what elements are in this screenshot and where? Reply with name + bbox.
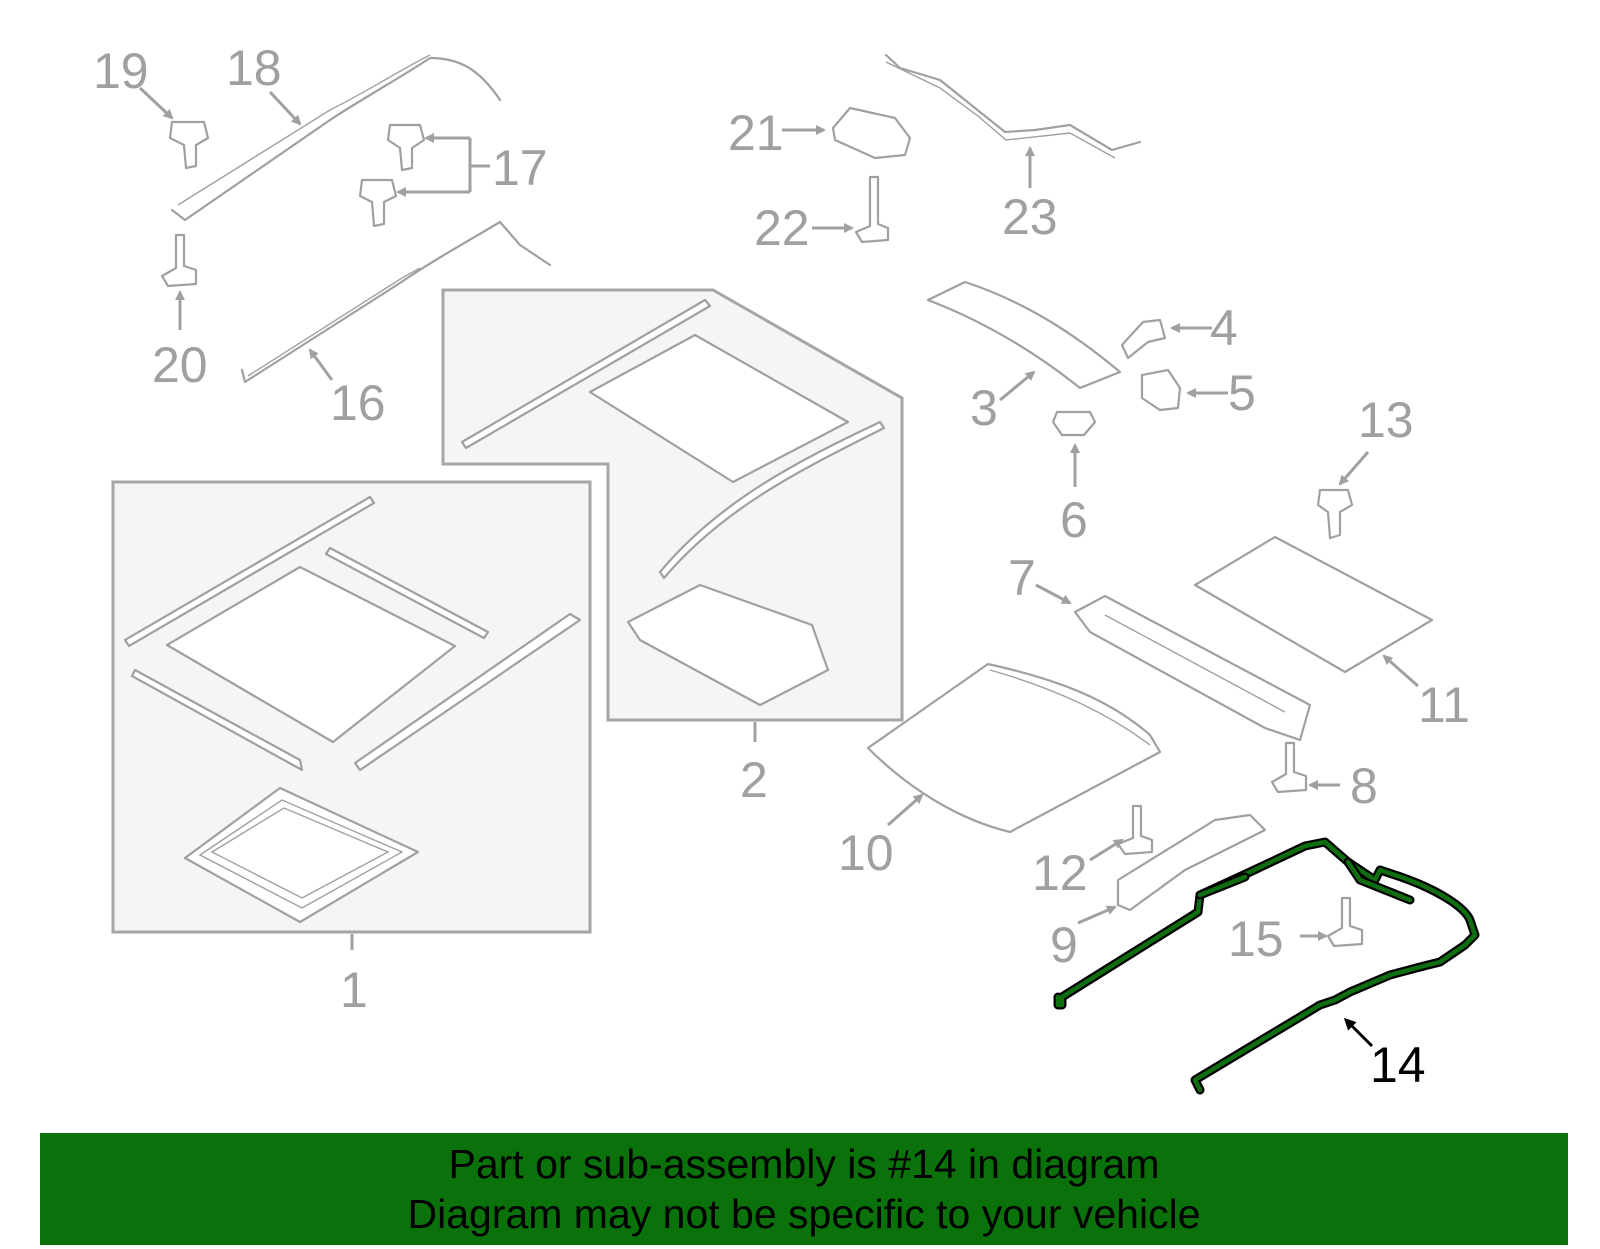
part-8	[1270, 741, 1308, 794]
callout-8: 8	[1350, 758, 1378, 814]
part-15	[1326, 896, 1364, 948]
part-7	[1073, 594, 1312, 742]
assembly-box-1	[111, 480, 592, 934]
callout-3: 3	[970, 380, 998, 436]
banner-line-1: Part or sub-assembly is #14 in diagram	[448, 1141, 1160, 1187]
part-9	[1116, 813, 1267, 912]
callout-5: 5	[1228, 365, 1256, 421]
callout-15: 15	[1228, 911, 1284, 967]
part-11	[1193, 535, 1434, 674]
callout-22: 22	[754, 200, 810, 256]
callout-2: 2	[740, 752, 768, 808]
callout-14: 14	[1370, 1037, 1426, 1093]
part-17b	[358, 178, 398, 228]
callout-11: 11	[1418, 677, 1470, 733]
part-3	[926, 280, 1122, 390]
part-10	[866, 662, 1162, 834]
banner-line-2: Diagram may not be specific to your vehi…	[407, 1191, 1201, 1237]
callout-4: 4	[1210, 300, 1238, 356]
part-4	[1120, 318, 1167, 360]
callout-19: 19	[93, 43, 149, 99]
callout-10: 10	[838, 825, 894, 881]
part-20	[160, 233, 198, 288]
info-banner: Part or sub-assembly is #14 in diagram D…	[40, 1133, 1568, 1245]
callout-21: 21	[728, 105, 784, 161]
callout-16: 16	[330, 375, 386, 431]
part-19	[168, 120, 210, 170]
callout-23: 23	[1002, 189, 1058, 245]
callout-18: 18	[226, 40, 282, 96]
part-16	[240, 220, 552, 384]
callout-17: 17	[492, 140, 548, 196]
part-6	[1051, 410, 1097, 437]
part-12	[1116, 804, 1154, 856]
callout-20: 20	[152, 337, 208, 393]
part-23	[884, 53, 1142, 152]
callout-12: 12	[1032, 845, 1088, 901]
part-13	[1316, 488, 1354, 540]
parts-diagram: 1 2 3 4 5 6 7 8 9 10 11 12	[93, 40, 1480, 1095]
part-5	[1140, 368, 1182, 412]
part-14-highlighted	[1053, 837, 1480, 1095]
callout-13: 13	[1358, 392, 1414, 448]
part-22	[854, 175, 890, 244]
part-18	[170, 56, 502, 222]
callout-1: 1	[340, 962, 368, 1018]
part-21	[831, 106, 912, 160]
part-17a	[386, 123, 426, 172]
callout-9: 9	[1050, 917, 1078, 973]
assembly-box-2	[441, 288, 904, 722]
callout-6: 6	[1060, 492, 1088, 548]
callout-7: 7	[1008, 550, 1036, 606]
